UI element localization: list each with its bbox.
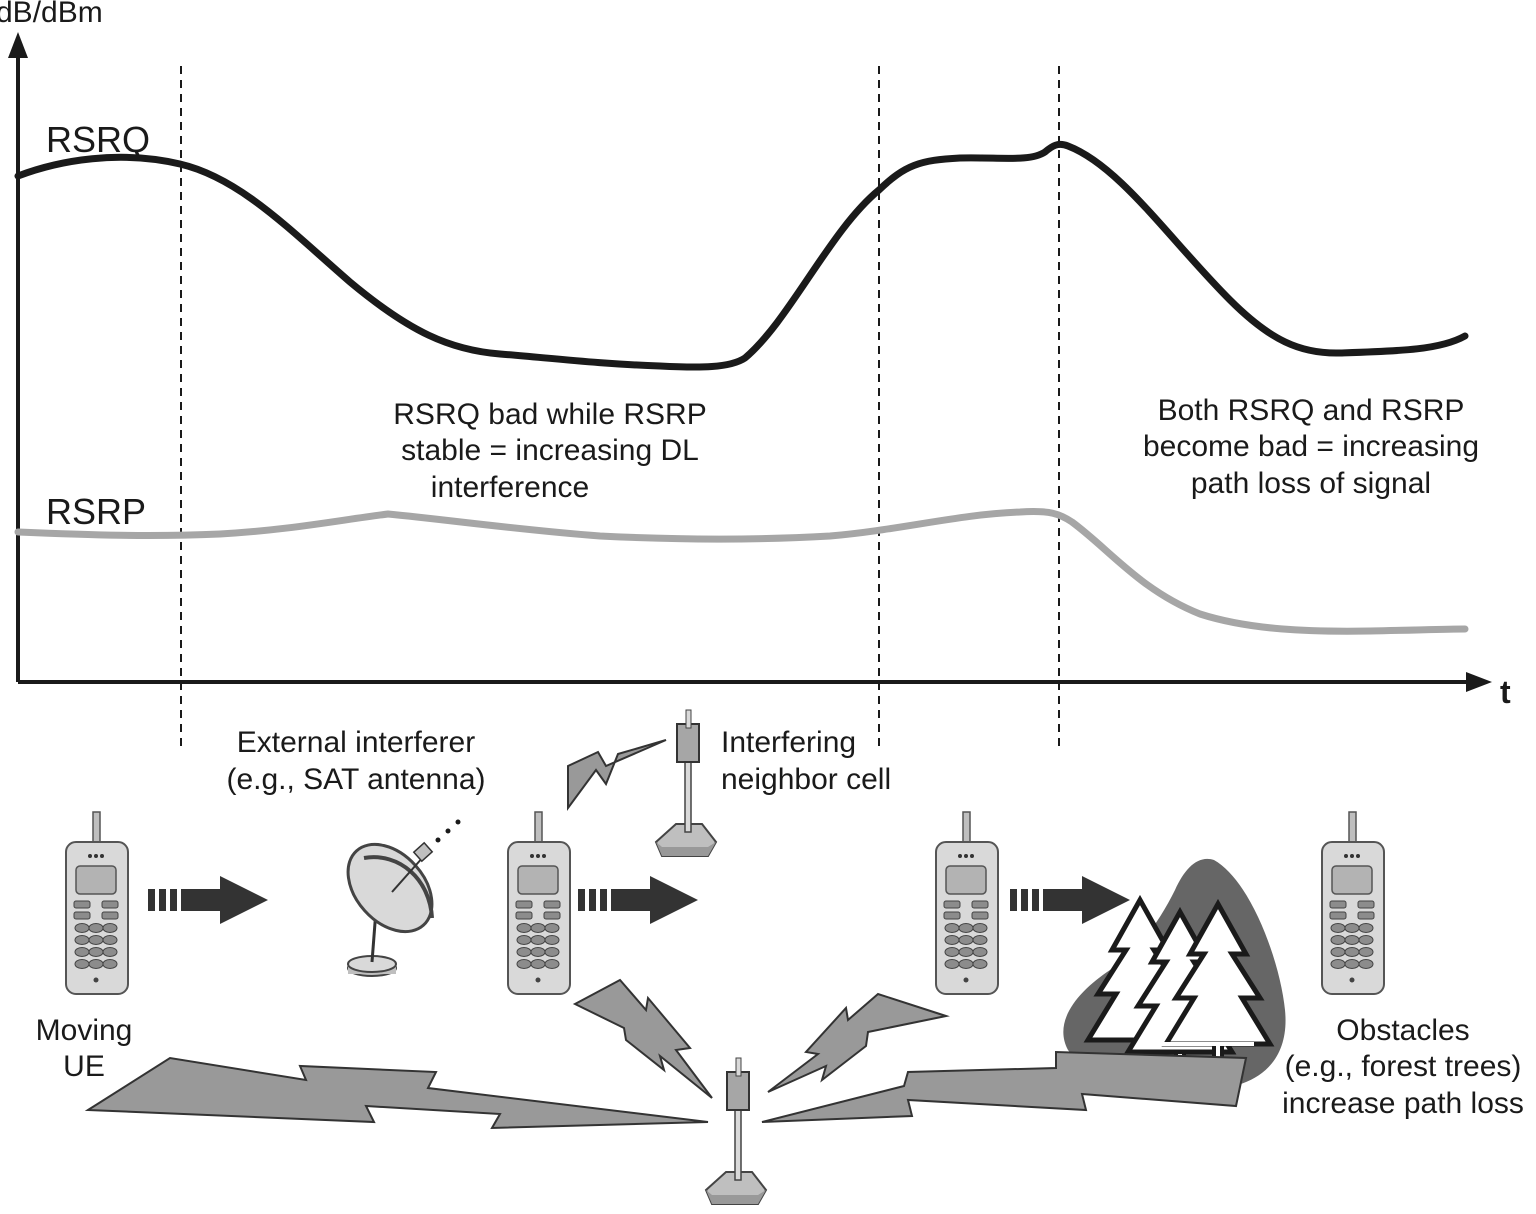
- pathloss-note-line-1: Both RSRQ and RSRP: [1158, 394, 1465, 427]
- rsrq-curve: [14, 140, 1469, 371]
- pathloss-annotation: Both RSRQ and RSRP become bad = increasi…: [1143, 394, 1479, 500]
- interference-note-line-3: interference: [431, 471, 589, 504]
- signal-bolts: [84, 739, 1248, 1130]
- interference-note-line-2: stable = increasing DL: [401, 434, 699, 467]
- y-axis-label: dB/dBm: [0, 0, 103, 29]
- obstacles-line-3: increase path loss: [1282, 1087, 1524, 1120]
- bolt-to-ue1-icon: [84, 1056, 709, 1130]
- interference-annotation: RSRQ bad while RSRP stable = increasing …: [393, 398, 706, 504]
- bolt-to-ue4-icon: [761, 1050, 1248, 1123]
- y-axis: [8, 32, 28, 682]
- pathloss-note-line-2: become bad = increasing: [1143, 430, 1479, 463]
- move-arrow-icon: [148, 876, 268, 924]
- satellite-dish-icon: [346, 819, 461, 977]
- x-axis: [18, 672, 1492, 692]
- phone-icon-4: [1321, 811, 1385, 995]
- rsrp-curve: [14, 508, 1469, 635]
- bolt-to-ue2-icon: [572, 978, 713, 1099]
- bolt-from-neighbor-icon: [567, 739, 667, 812]
- neighbor-cell-line-1: Interfering: [721, 726, 856, 759]
- moving-ue-line-2: UE: [63, 1050, 105, 1083]
- pathloss-note-line-3: path loss of signal: [1191, 467, 1431, 500]
- serving-cell-tower-icon: [705, 1057, 767, 1205]
- neighbor-cell-line-2: neighbor cell: [721, 763, 891, 796]
- interference-note-line-1: RSRQ bad while RSRP: [393, 398, 706, 431]
- external-interferer-line-1: External interferer: [237, 726, 475, 759]
- obstacles-line-1: Obstacles: [1336, 1014, 1469, 1047]
- obstacles-line-2: (e.g., forest trees): [1285, 1050, 1522, 1083]
- moving-ue-line-1: Moving: [36, 1014, 133, 1047]
- neighbor-cell-label: Interfering neighbor cell: [721, 726, 891, 796]
- moving-ue-label: Moving UE: [36, 1014, 133, 1083]
- external-interferer-label: External interferer (e.g., SAT antenna): [226, 726, 485, 796]
- move-arrow-icon: [578, 876, 698, 924]
- obstacles-label: Obstacles (e.g., forest trees) increase …: [1282, 1014, 1524, 1120]
- phone-icon-3: [935, 811, 999, 995]
- bolt-to-ue3-icon: [767, 992, 950, 1093]
- move-arrow-icon: [1010, 876, 1130, 924]
- external-interferer-line-2: (e.g., SAT antenna): [226, 763, 485, 796]
- phone-icon-1: [65, 811, 129, 995]
- rsrq-label: RSRQ: [46, 119, 150, 160]
- neighbor-cell-tower-icon: [655, 709, 717, 857]
- rsrp-label: RSRP: [46, 491, 146, 532]
- phone-icon-2: [507, 811, 571, 995]
- x-axis-label: t: [1500, 674, 1511, 710]
